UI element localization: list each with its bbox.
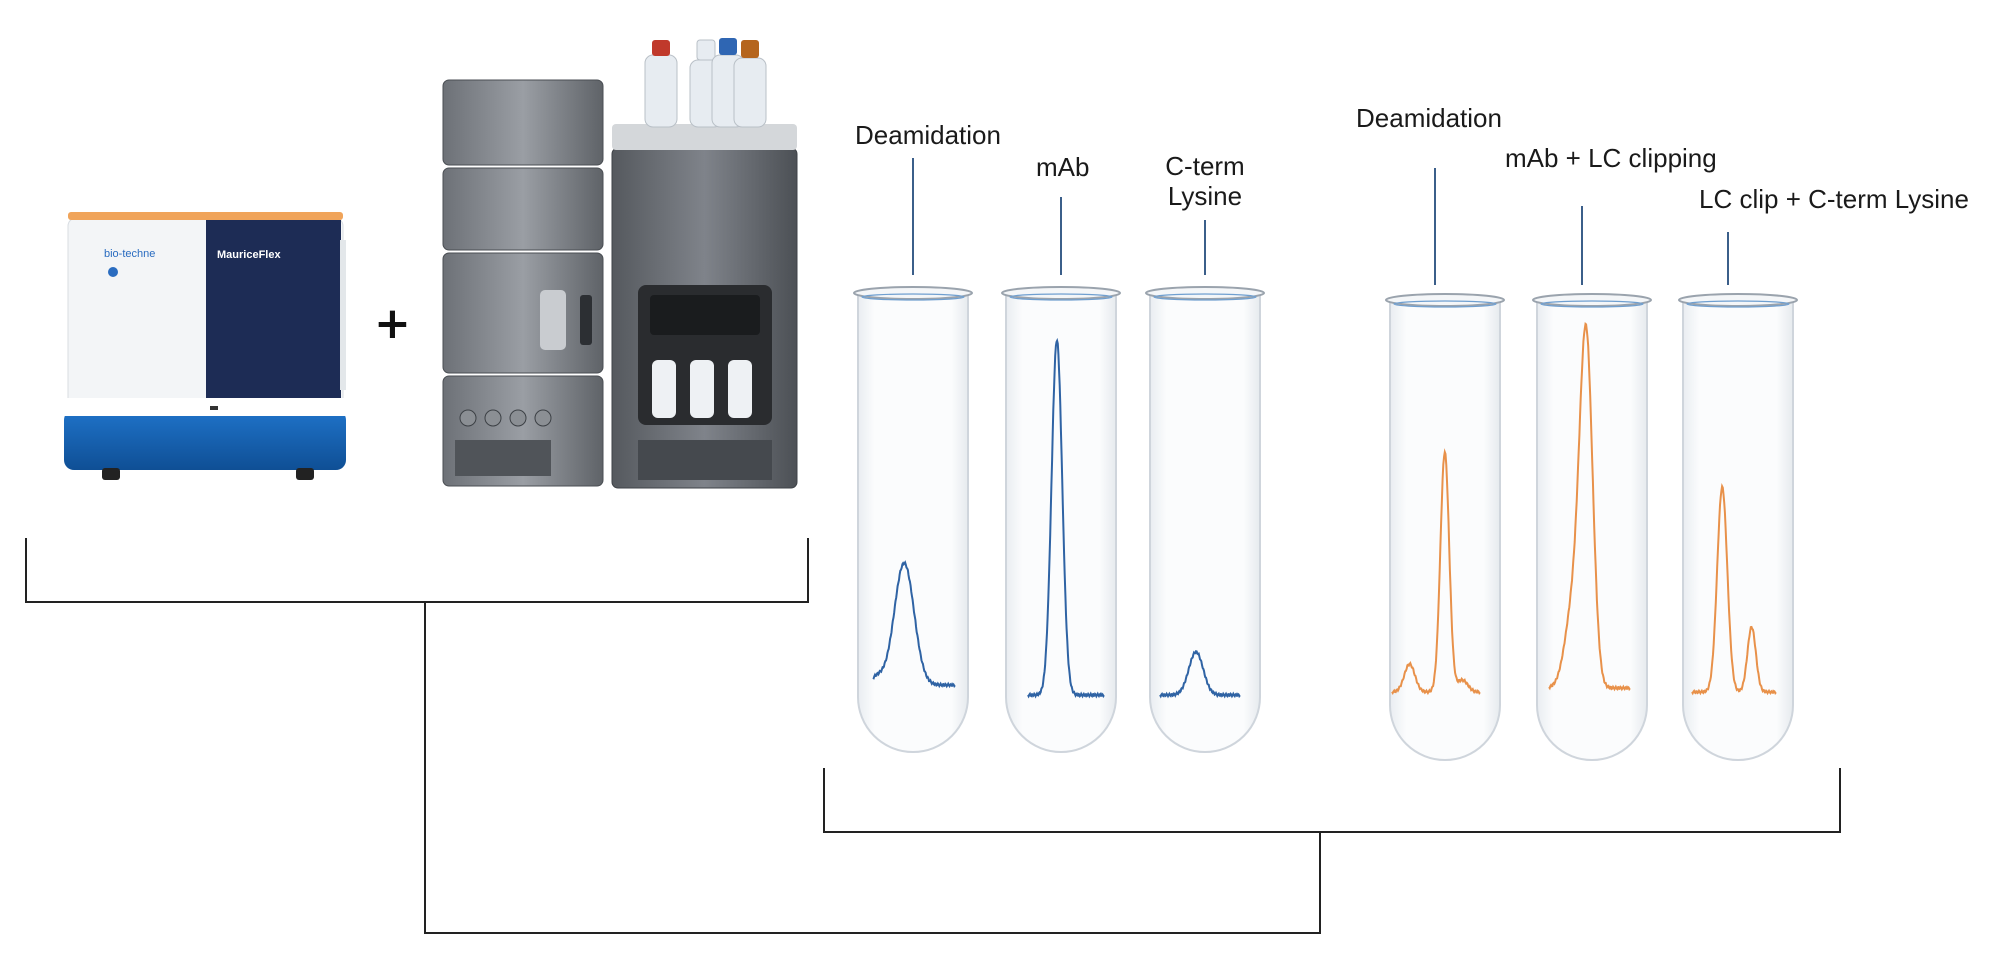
- test-tube: [1385, 293, 1505, 761]
- chromatogram-trace: [1391, 448, 1481, 696]
- bracket-tubes: [823, 768, 1841, 833]
- bracket-connector: [424, 602, 1321, 934]
- tube-group-2: [1385, 293, 1798, 761]
- chromatogram-trace: [1691, 482, 1777, 696]
- peak-label-cterm-lysine-1: C-term Lysine: [1155, 151, 1255, 211]
- bracket-instruments: [25, 538, 809, 603]
- test-tube: [1145, 286, 1265, 753]
- test-tube: [1001, 286, 1121, 753]
- instrument-brand-text: bio-techne: [104, 248, 155, 260]
- chromatogram-trace: [1159, 649, 1241, 699]
- tube-group-1: [853, 286, 1265, 753]
- peak-label-line: Lysine: [1167, 181, 1243, 211]
- chromatogram-trace: [1548, 321, 1631, 692]
- test-tube: [1678, 293, 1798, 761]
- chromatogram-trace: [872, 560, 956, 689]
- ce-instrument-image: [64, 212, 346, 480]
- instrument-model-text: MauriceFlex: [217, 249, 281, 261]
- peak-label-lc-clip-cterm-lysine: LC clip + C-term Lysine: [1699, 184, 1969, 214]
- lcms-instrument-image: [442, 38, 798, 489]
- peak-label-mab-1: mAb: [1036, 152, 1090, 182]
- test-tube: [853, 286, 973, 753]
- plus-sign: +: [374, 298, 411, 349]
- peak-label-mab-lc-clipping: mAb + LC clipping: [1505, 143, 1717, 173]
- peak-label-line: C-term: [1165, 151, 1245, 181]
- test-tube: [1532, 293, 1652, 761]
- peak-label-deamidation-1: Deamidation: [855, 120, 1001, 150]
- chromatogram-trace: [1027, 337, 1105, 699]
- peak-label-deamidation-2: Deamidation: [1356, 103, 1502, 133]
